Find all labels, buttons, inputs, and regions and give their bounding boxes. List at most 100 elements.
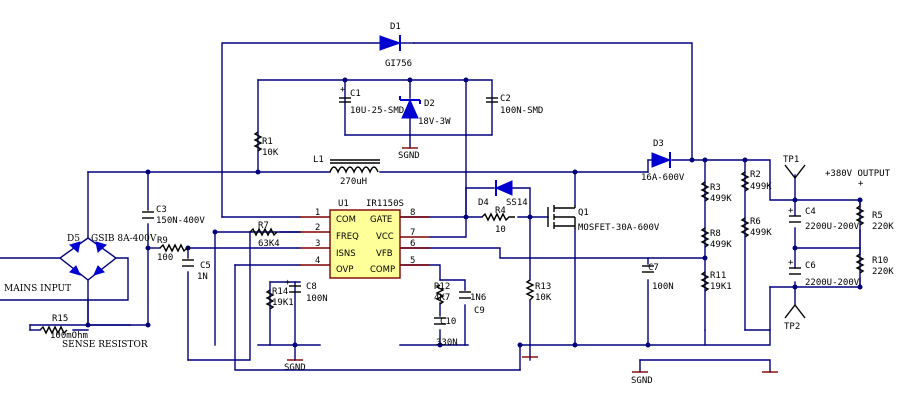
r9-ref: R9 [157, 236, 168, 246]
sgnd-bottom: SGND [631, 376, 653, 386]
c10-value: 330N [436, 338, 458, 348]
resistor-r7 [249, 227, 278, 237]
plus-c8: + [285, 278, 291, 288]
resistor-r10 [855, 253, 865, 274]
r8-value: 499K [710, 240, 732, 250]
pin3-name: ISNS [336, 249, 356, 259]
zener-d2 [399, 96, 421, 119]
resistor-r15 [29, 325, 89, 335]
r11-ref: R11 [710, 271, 726, 281]
r12-value: 4K7 [434, 293, 450, 303]
wires [0, 42, 861, 373]
ic-u1 [300, 209, 430, 279]
d1-ref: D1 [390, 22, 401, 32]
capacitor-c4 [789, 215, 801, 223]
c1-ref: C1 [350, 89, 361, 99]
r2-ref: R2 [750, 170, 761, 180]
r10-value: 220K [872, 267, 894, 277]
pin8-num: 8 [410, 208, 415, 218]
c3-ref: C3 [156, 205, 167, 215]
q1-value: MOSFET-30A-600V [578, 223, 660, 233]
pin4-name: OVP [336, 265, 353, 275]
labels: D1 GI756 C1 10U-25-SMD D2 18V-3W C2 100N… [4, 22, 894, 386]
plus-output: + [858, 179, 864, 189]
pin8-name: GATE [370, 215, 392, 225]
r5-value: 220K [872, 222, 894, 232]
resistor-r12 [435, 284, 445, 305]
l1-ref: L1 [313, 155, 324, 165]
c4-ref: C4 [805, 207, 816, 217]
resistor-r9 [159, 243, 190, 253]
pin6-name: VFB [376, 249, 393, 259]
resistor-r6 [740, 217, 750, 238]
diode-d3 [647, 152, 672, 173]
u1-value: IR1150S [366, 199, 404, 209]
capacitor-c2 [486, 97, 498, 103]
pin6-num: 6 [410, 239, 415, 249]
pin5-name: COMP [370, 265, 395, 275]
r6-value: 499K [750, 228, 772, 238]
capacitor-c9 [459, 291, 471, 299]
sgnd-top: SGND [398, 151, 420, 161]
c7-value: 100N [652, 282, 674, 292]
d1-value: GI756 [385, 59, 412, 69]
plus-c1: + [340, 85, 346, 95]
d5-ref: D5 [67, 234, 80, 244]
resistor-r13 [525, 279, 535, 301]
r6-ref: R6 [750, 217, 761, 227]
r15-ref: R15 [52, 314, 68, 324]
d3-value: 16A-600V [641, 173, 685, 183]
inductor-l1 [329, 159, 380, 174]
resistor-r5 [855, 205, 865, 226]
u1-ref: U1 [338, 199, 349, 209]
capacitor-c3 [142, 211, 154, 219]
d2-value: 18V-3W [418, 117, 451, 127]
r7-value: 63K4 [258, 239, 280, 249]
capacitor-c8 [289, 285, 301, 293]
c5-ref: C5 [200, 261, 211, 271]
r3-ref: R3 [710, 183, 721, 193]
c9-value: 1N6 [470, 293, 486, 303]
resistor-r14 [265, 289, 275, 310]
r8-ref: R8 [710, 229, 721, 239]
c2-ref: C2 [500, 94, 511, 104]
pin2-name: FREQ [336, 232, 359, 242]
c8-value: 100N [306, 294, 328, 304]
bridge-d5 [68, 241, 108, 276]
c7-ref: C7 [648, 263, 659, 273]
tp2-label: TP2 [784, 322, 800, 332]
c5-value: 1N [197, 272, 208, 282]
r4-value: 10 [495, 225, 506, 235]
tp1-label: TP1 [783, 155, 799, 165]
c2-value: 100N-SMD [500, 106, 543, 116]
r12-ref: R12 [434, 282, 450, 292]
resistor-r4 [481, 212, 515, 222]
d5-value: GSIB 8A-400V [91, 234, 157, 244]
sgnd-mid: SGND [284, 363, 306, 373]
test-point-tp2 [784, 303, 806, 319]
r3-value: 499K [710, 194, 732, 204]
ground-bottom [522, 356, 778, 373]
c8-ref: C8 [306, 282, 317, 292]
r9-value: 100 [157, 253, 173, 263]
ground-mid [287, 344, 303, 361]
r1-ref: R1 [262, 137, 273, 147]
test-point-tp1 [784, 164, 806, 180]
capacitor-c10 [434, 317, 446, 325]
plus-c4: + [788, 206, 794, 216]
r14-ref: R14 [272, 287, 288, 297]
d3-ref: D3 [653, 139, 664, 149]
c9-ref: C9 [474, 306, 485, 316]
d2-ref: D2 [424, 99, 435, 109]
resistor-r8 [700, 227, 710, 248]
r10-ref: R10 [872, 256, 888, 266]
resistor-r11 [700, 271, 710, 292]
diode-d4 [494, 180, 513, 196]
output-label: +380V OUTPUT [825, 169, 891, 179]
resistor-r3 [700, 181, 710, 202]
c3-value: 150N-400V [156, 216, 205, 226]
r5-ref: R5 [872, 211, 883, 221]
q1-ref: Q1 [578, 208, 589, 218]
pin4-num: 4 [315, 256, 320, 266]
